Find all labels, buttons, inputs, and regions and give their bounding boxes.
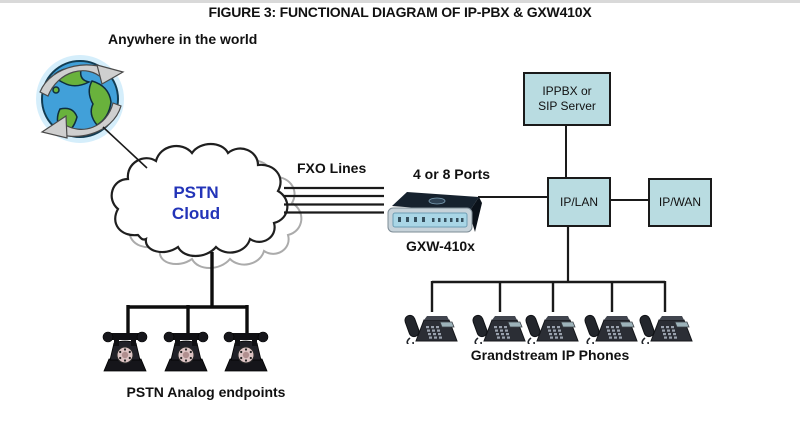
ip-lan-box-label: IP/LAN <box>559 194 598 209</box>
ip-phones-caption: Grandstream IP Phones <box>470 347 630 363</box>
ip-wan-box-label: IP/WAN <box>658 195 702 209</box>
ip-phone-icon <box>639 313 693 344</box>
ip-phone-icon <box>404 313 458 344</box>
rotary-phone-icon <box>102 331 148 372</box>
ports-label: 4 or 8 Ports <box>413 166 491 182</box>
ip-wan-box: IP/WAN <box>648 178 712 227</box>
rotary-phone-icon <box>163 331 209 372</box>
gateway-model-label: GXW-410x <box>406 238 475 254</box>
ip-phone-icon <box>584 313 638 344</box>
pstn-cloud-label-line1: PSTN <box>173 183 219 202</box>
fxo-lines-label: FXO Lines <box>297 160 367 176</box>
analog-endpoints-caption: PSTN Analog endpoints <box>126 384 286 400</box>
pstn-cloud-label: PSTN Cloud <box>148 182 244 224</box>
rotary-phone-icon <box>223 331 269 372</box>
anywhere-label: Anywhere in the world <box>108 31 258 47</box>
cloud-outline <box>110 142 289 258</box>
ippbx-box-label-line1: IPPBX or <box>542 84 592 98</box>
ip-phone-icon <box>525 313 579 344</box>
page-top-border <box>0 0 800 3</box>
ippbx-box-label-line2: SIP Server <box>538 99 596 113</box>
globe-icon <box>36 55 125 143</box>
ip-lan-box: IP/LAN <box>547 177 611 227</box>
ippbx-sip-server-box: IPPBX or SIP Server <box>523 72 611 126</box>
ip-phone-icon <box>472 313 526 344</box>
pstn-cloud-label-line2: Cloud <box>171 204 221 223</box>
pstn-cloud-shape <box>110 142 303 269</box>
gateway-device-icon <box>387 192 482 233</box>
figure-title: FIGURE 3: FUNCTIONAL DIAGRAM OF IP-PBX &… <box>208 4 592 20</box>
